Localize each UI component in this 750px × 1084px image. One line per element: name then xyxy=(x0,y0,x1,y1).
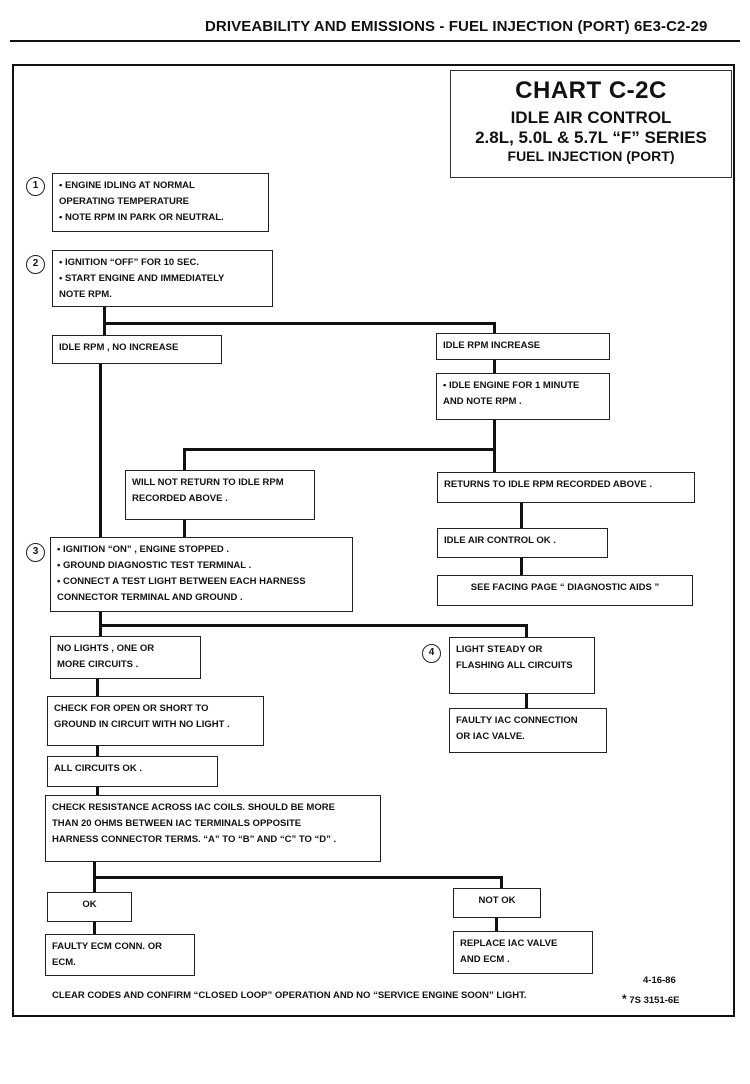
connector xyxy=(96,744,99,756)
result-box-iac-ok: IDLE AIR CONTROL OK . xyxy=(437,528,608,558)
instruction-box-idle-1min: • IDLE ENGINE FOR 1 MINUTE AND NOTE RPM … xyxy=(436,373,610,420)
result-box-faulty-ecm: FAULTY ECM CONN. OR ECM. xyxy=(45,934,195,976)
result-line: IDLE RPM INCREASE xyxy=(443,340,541,351)
instruction-box-check-resistance: CHECK RESISTANCE ACROSS IAC COILS. SHOUL… xyxy=(45,795,381,862)
result-box-light-steady: LIGHT STEADY OR FLASHING ALL CIRCUITS xyxy=(449,637,595,694)
connector xyxy=(183,518,186,538)
note-line: SEE FACING PAGE “ DIAGNOSTIC AIDS ” xyxy=(470,582,660,593)
title-block: CHART C-2C IDLE AIR CONTROL 2.8L, 5.0L &… xyxy=(450,70,732,178)
header-rule xyxy=(10,40,740,42)
connector xyxy=(500,876,503,888)
instruction-line: CONNECTOR TERMINAL AND GROUND . xyxy=(57,592,243,603)
chart-number: CHART C-2C xyxy=(515,77,667,104)
connector xyxy=(495,917,498,931)
connector xyxy=(99,362,102,538)
result-line: LIGHT STEADY OR xyxy=(456,644,543,655)
instruction-line: CHECK FOR OPEN OR SHORT TO xyxy=(54,703,209,714)
footer-note: CLEAR CODES AND CONFIRM “CLOSED LOOP” OP… xyxy=(52,990,527,1001)
instruction-line: • IDLE ENGINE FOR 1 MINUTE xyxy=(443,380,580,391)
instruction-line: • ENGINE IDLING AT NORMAL xyxy=(59,180,195,191)
result-line: NOT OK xyxy=(478,895,516,906)
result-line: IDLE RPM , NO INCREASE xyxy=(59,342,179,353)
chart-frame xyxy=(12,64,735,1017)
result-line: NO LIGHTS , ONE OR xyxy=(57,643,155,654)
revision-date: 4-16-86 xyxy=(643,975,676,986)
result-box-increase: IDLE RPM INCREASE xyxy=(436,333,610,360)
connector xyxy=(183,448,496,451)
connector xyxy=(493,358,496,374)
asterisk-mark: * xyxy=(622,992,627,1006)
connector xyxy=(493,418,496,451)
result-box-all-ok: ALL CIRCUITS OK . xyxy=(47,756,218,787)
connector xyxy=(96,787,99,795)
chart-name: IDLE AIR CONTROL xyxy=(510,108,672,127)
instruction-line: • IGNITION “ON” , ENGINE STOPPED . xyxy=(57,544,230,555)
result-line: RETURNS TO IDLE RPM RECORDED ABOVE . xyxy=(444,479,652,490)
instruction-line: GROUND IN CIRCUIT WITH NO LIGHT . xyxy=(54,719,230,730)
instruction-line: • NOTE RPM IN PARK OR NEUTRAL. xyxy=(59,212,224,223)
note-box-see-facing-page: SEE FACING PAGE “ DIAGNOSTIC AIDS ” xyxy=(437,575,693,606)
result-line: RECORDED ABOVE . xyxy=(132,493,228,504)
connector xyxy=(103,305,106,325)
instruction-line: • GROUND DIAGNOSTIC TEST TERMINAL . xyxy=(57,560,252,571)
connector xyxy=(103,322,106,335)
connector xyxy=(520,557,523,575)
connector xyxy=(96,677,99,696)
instruction-line: OPERATING TEMPERATURE xyxy=(59,196,190,207)
result-line: ALL CIRCUITS OK . xyxy=(54,763,142,774)
result-line: ECM. xyxy=(52,957,76,968)
result-line: FAULTY ECM CONN. OR xyxy=(52,941,162,952)
instruction-box-step2: • IGNITION “OFF” FOR 10 SEC. • START ENG… xyxy=(52,250,273,307)
result-line: IDLE AIR CONTROL OK . xyxy=(444,535,556,546)
connector xyxy=(99,624,102,636)
instruction-line: CHECK RESISTANCE ACROSS IAC COILS. SHOUL… xyxy=(52,802,335,813)
result-line: OR IAC VALVE. xyxy=(456,731,525,742)
connector xyxy=(93,920,96,935)
result-line: AND ECM . xyxy=(460,954,510,965)
instruction-line: THAN 20 OHMS BETWEEN IAC TERMINALS OPPOS… xyxy=(52,818,302,829)
figure-code-text: 7S 3151-6E xyxy=(629,995,680,1006)
connector xyxy=(99,624,528,627)
instruction-line: • IGNITION “OFF” FOR 10 SEC. xyxy=(59,257,200,268)
result-line: REPLACE IAC VALVE xyxy=(460,938,558,949)
instruction-box-check-open: CHECK FOR OPEN OR SHORT TO GROUND IN CIR… xyxy=(47,696,264,746)
result-box-not-return: WILL NOT RETURN TO IDLE RPM RECORDED ABO… xyxy=(125,470,315,520)
result-box-not-ok: NOT OK xyxy=(453,888,541,918)
instruction-line: • START ENGINE AND IMMEDIATELY xyxy=(59,273,225,284)
result-box-no-lights: NO LIGHTS , ONE OR MORE CIRCUITS . xyxy=(50,636,201,679)
result-line: FAULTY IAC CONNECTION xyxy=(456,715,578,726)
connector xyxy=(183,448,186,470)
step-marker-1: 1 xyxy=(26,177,45,196)
result-box-returns: RETURNS TO IDLE RPM RECORDED ABOVE . xyxy=(437,472,695,503)
connector xyxy=(493,448,496,472)
step-marker-2: 2 xyxy=(26,255,45,274)
connector xyxy=(93,876,503,879)
result-line: OK xyxy=(82,899,97,910)
result-box-replace-iac: REPLACE IAC VALVE AND ECM . xyxy=(453,931,593,974)
engine-series: 2.8L, 5.0L & 5.7L “F” SERIES xyxy=(475,128,707,147)
result-line: WILL NOT RETURN TO IDLE RPM xyxy=(132,477,284,488)
result-line: MORE CIRCUITS . xyxy=(57,659,139,670)
result-box-no-increase: IDLE RPM , NO INCREASE xyxy=(52,335,222,364)
step-marker-4: 4 xyxy=(422,644,441,663)
connector xyxy=(520,502,523,528)
instruction-line: HARNESS CONNECTOR TERMS. “A” TO “B” AND … xyxy=(52,834,337,845)
connector xyxy=(99,610,102,627)
step-marker-3: 3 xyxy=(26,543,45,562)
instruction-line: AND NOTE RPM . xyxy=(443,396,522,407)
result-box-ok: OK xyxy=(47,892,132,922)
connector xyxy=(103,322,496,325)
figure-code: * 7S 3151-6E xyxy=(622,992,680,1006)
instruction-box-step3: • IGNITION “ON” , ENGINE STOPPED . • GRO… xyxy=(50,537,353,612)
page-header: DRIVEABILITY AND EMISSIONS - FUEL INJECT… xyxy=(205,18,708,35)
instruction-line: • CONNECT A TEST LIGHT BETWEEN EACH HARN… xyxy=(57,576,306,587)
connector xyxy=(493,322,496,335)
instruction-line: NOTE RPM. xyxy=(59,289,112,300)
instruction-box-step1: • ENGINE IDLING AT NORMAL OPERATING TEMP… xyxy=(52,173,269,232)
system-name: FUEL INJECTION (PORT) xyxy=(507,148,675,164)
connector xyxy=(525,694,528,708)
result-line: FLASHING ALL CIRCUITS xyxy=(456,660,573,671)
result-box-faulty-iac: FAULTY IAC CONNECTION OR IAC VALVE. xyxy=(449,708,607,753)
connector xyxy=(525,624,528,637)
